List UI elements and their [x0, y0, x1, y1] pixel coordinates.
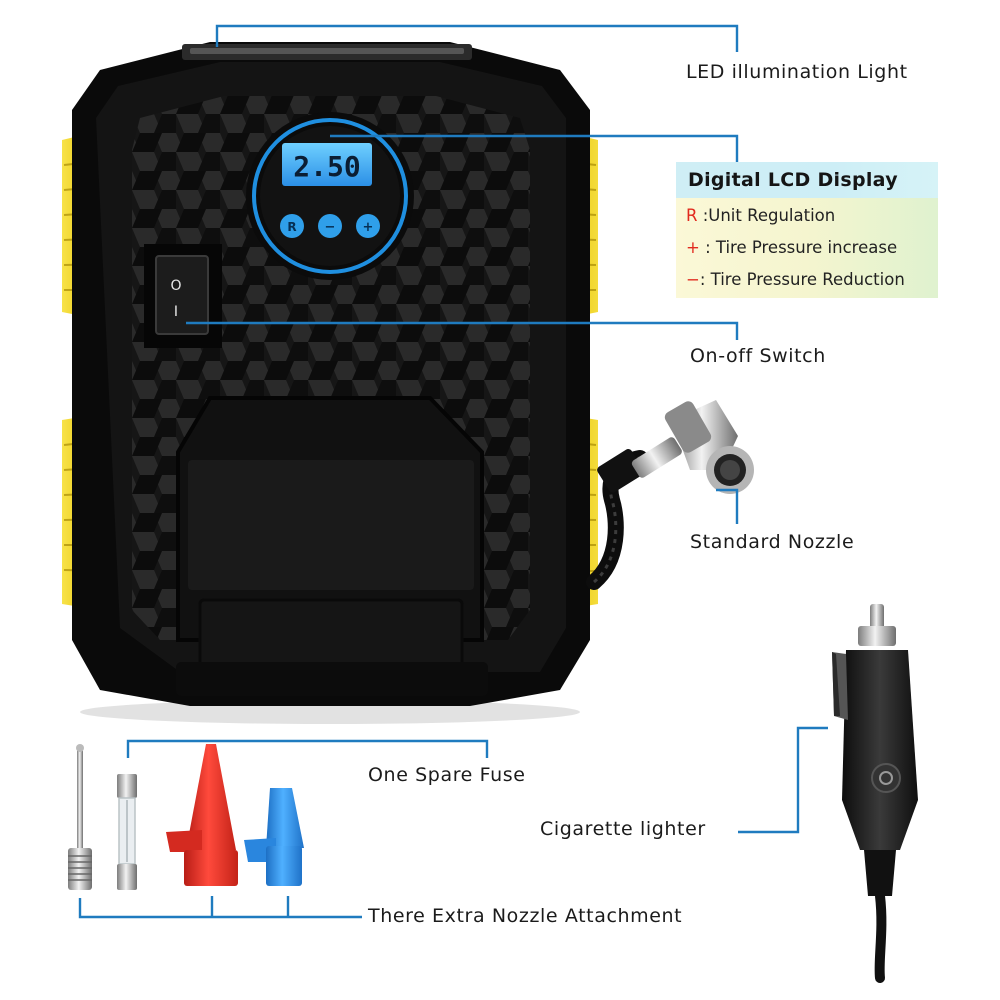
- lcd-info-title: Digital LCD Display: [688, 169, 898, 191]
- power-switch[interactable]: [155, 255, 209, 335]
- lcd-row-text: :Unit Regulation: [697, 206, 836, 225]
- decrease-button[interactable]: [318, 214, 342, 238]
- lcd-value: 2.50: [293, 150, 360, 183]
- lcd-row-unit: R :Unit Regulation: [686, 206, 835, 225]
- cigarette-lighter-plug: [832, 604, 918, 983]
- increase-button[interactable]: [356, 214, 380, 238]
- callout-lcd: [330, 134, 739, 162]
- lcd-screen: [282, 143, 372, 186]
- label-led-light: LED illumination Light: [686, 61, 908, 83]
- callout-extra: [78, 898, 362, 919]
- lcd-row-reduction: −: Tire Pressure Reduction: [686, 270, 905, 289]
- lcd-row-key: R: [686, 206, 698, 225]
- decrease-button-label: −: [325, 220, 336, 235]
- label-cigarette-lighter: Cigarette lighter: [540, 818, 706, 840]
- lcd-row-text: : Tire Pressure Reduction: [699, 270, 905, 289]
- blue-nozzle: [244, 788, 304, 886]
- spare-fuse: [117, 774, 137, 890]
- needle-adapter: [68, 744, 92, 890]
- unit-button[interactable]: [280, 214, 304, 238]
- red-nozzle: [166, 744, 238, 886]
- switch-on-mark: I: [174, 304, 178, 320]
- lcd-row-key: +: [686, 238, 700, 257]
- unit-button-label: R: [287, 220, 296, 234]
- lcd-row-increase: + : Tire Pressure increase: [686, 238, 897, 257]
- lcd-row-text: : Tire Pressure increase: [699, 238, 898, 257]
- increase-button-label: +: [363, 220, 374, 235]
- standard-nozzle: [586, 400, 754, 590]
- lcd-info-body: R :Unit Regulation + : Tire Pressure inc…: [676, 198, 938, 298]
- label-on-off-switch: On-off Switch: [690, 345, 826, 367]
- switch-off-mark: O: [170, 278, 181, 294]
- label-spare-fuse: One Spare Fuse: [368, 764, 526, 786]
- label-standard-nozzle: Standard Nozzle: [690, 531, 855, 553]
- callout-nozzle: [716, 488, 739, 524]
- air-compressor: 2.50 R − + O I: [62, 42, 598, 724]
- callout-cigarette: [738, 726, 828, 834]
- label-extra-nozzles: There Extra Nozzle Attachment: [368, 905, 683, 927]
- callout-lines: [78, 24, 828, 919]
- lcd-info-panel: Digital LCD Display R :Unit Regulation +…: [676, 162, 938, 298]
- callout-switch: [186, 321, 739, 340]
- lcd-row-key: −: [686, 270, 700, 289]
- callout-fuse: [126, 739, 489, 758]
- callout-led: [215, 24, 739, 52]
- lcd-info-header: Digital LCD Display: [676, 162, 938, 198]
